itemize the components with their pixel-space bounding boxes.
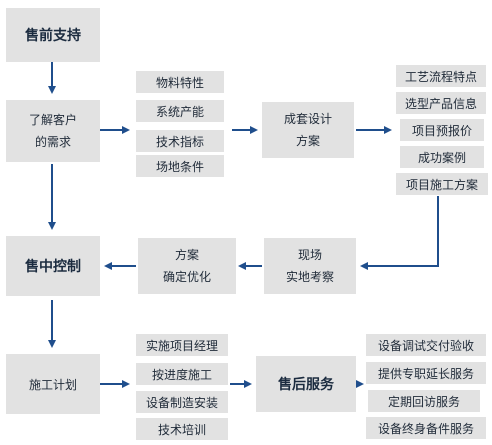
after-item-4: 设备终身备件服务	[366, 417, 486, 439]
plan-item-3: 设备制造安装	[136, 391, 228, 413]
design-item-1: 工艺流程特点	[396, 65, 486, 87]
box-customer-needs: 了解客户 的需求	[6, 100, 100, 162]
box-design-plan: 成套设计 方案	[262, 102, 354, 158]
presale-label: 售前支持	[25, 28, 81, 44]
design-item-3: 项目预报价	[400, 119, 484, 141]
plan-item-2: 按进度施工	[136, 363, 228, 385]
after-item-1: 设备调试交付验收	[366, 334, 486, 356]
optimize-line1: 方案	[174, 248, 199, 262]
need-item-2: 系统产能	[136, 100, 224, 122]
box-plan-optimize: 方案 确定优化	[138, 238, 236, 294]
need-item-3: 技术指标	[136, 130, 224, 152]
box-site-survey: 现场 实地考察	[264, 238, 356, 294]
box-construction-plan: 施工计划	[6, 354, 100, 414]
needs-line2: 的需求	[34, 135, 71, 149]
plan-item-4: 技术培训	[136, 418, 228, 440]
in-sale-label: 售中控制	[25, 259, 81, 275]
survey-line2: 实地考察	[285, 270, 334, 284]
design-line1: 成套设计	[283, 112, 332, 126]
box-presale: 售前支持	[6, 8, 100, 62]
needs-line1: 了解客户	[28, 113, 77, 127]
box-after-sale: 售后服务	[256, 356, 356, 412]
plan-label: 施工计划	[28, 377, 77, 392]
after-item-2: 提供专职延长服务	[366, 362, 486, 384]
survey-line1: 现场	[297, 248, 322, 262]
need-item-1: 物料特性	[136, 71, 224, 93]
design-item-2: 选型产品信息	[396, 92, 486, 114]
arrow-design-items-to-survey	[360, 196, 439, 270]
optimize-line2: 确定优化	[162, 270, 211, 284]
after-item-3: 定期回访服务	[368, 390, 480, 412]
design-line2: 方案	[295, 134, 320, 148]
after-sale-label: 售后服务	[278, 377, 334, 393]
box-in-sale-control: 售中控制	[6, 236, 100, 296]
design-item-4: 成功案例	[400, 146, 484, 168]
plan-item-1: 实施项目经理	[136, 334, 228, 356]
design-item-5: 项目施工方案	[396, 173, 488, 195]
need-item-4: 场地条件	[136, 155, 224, 177]
